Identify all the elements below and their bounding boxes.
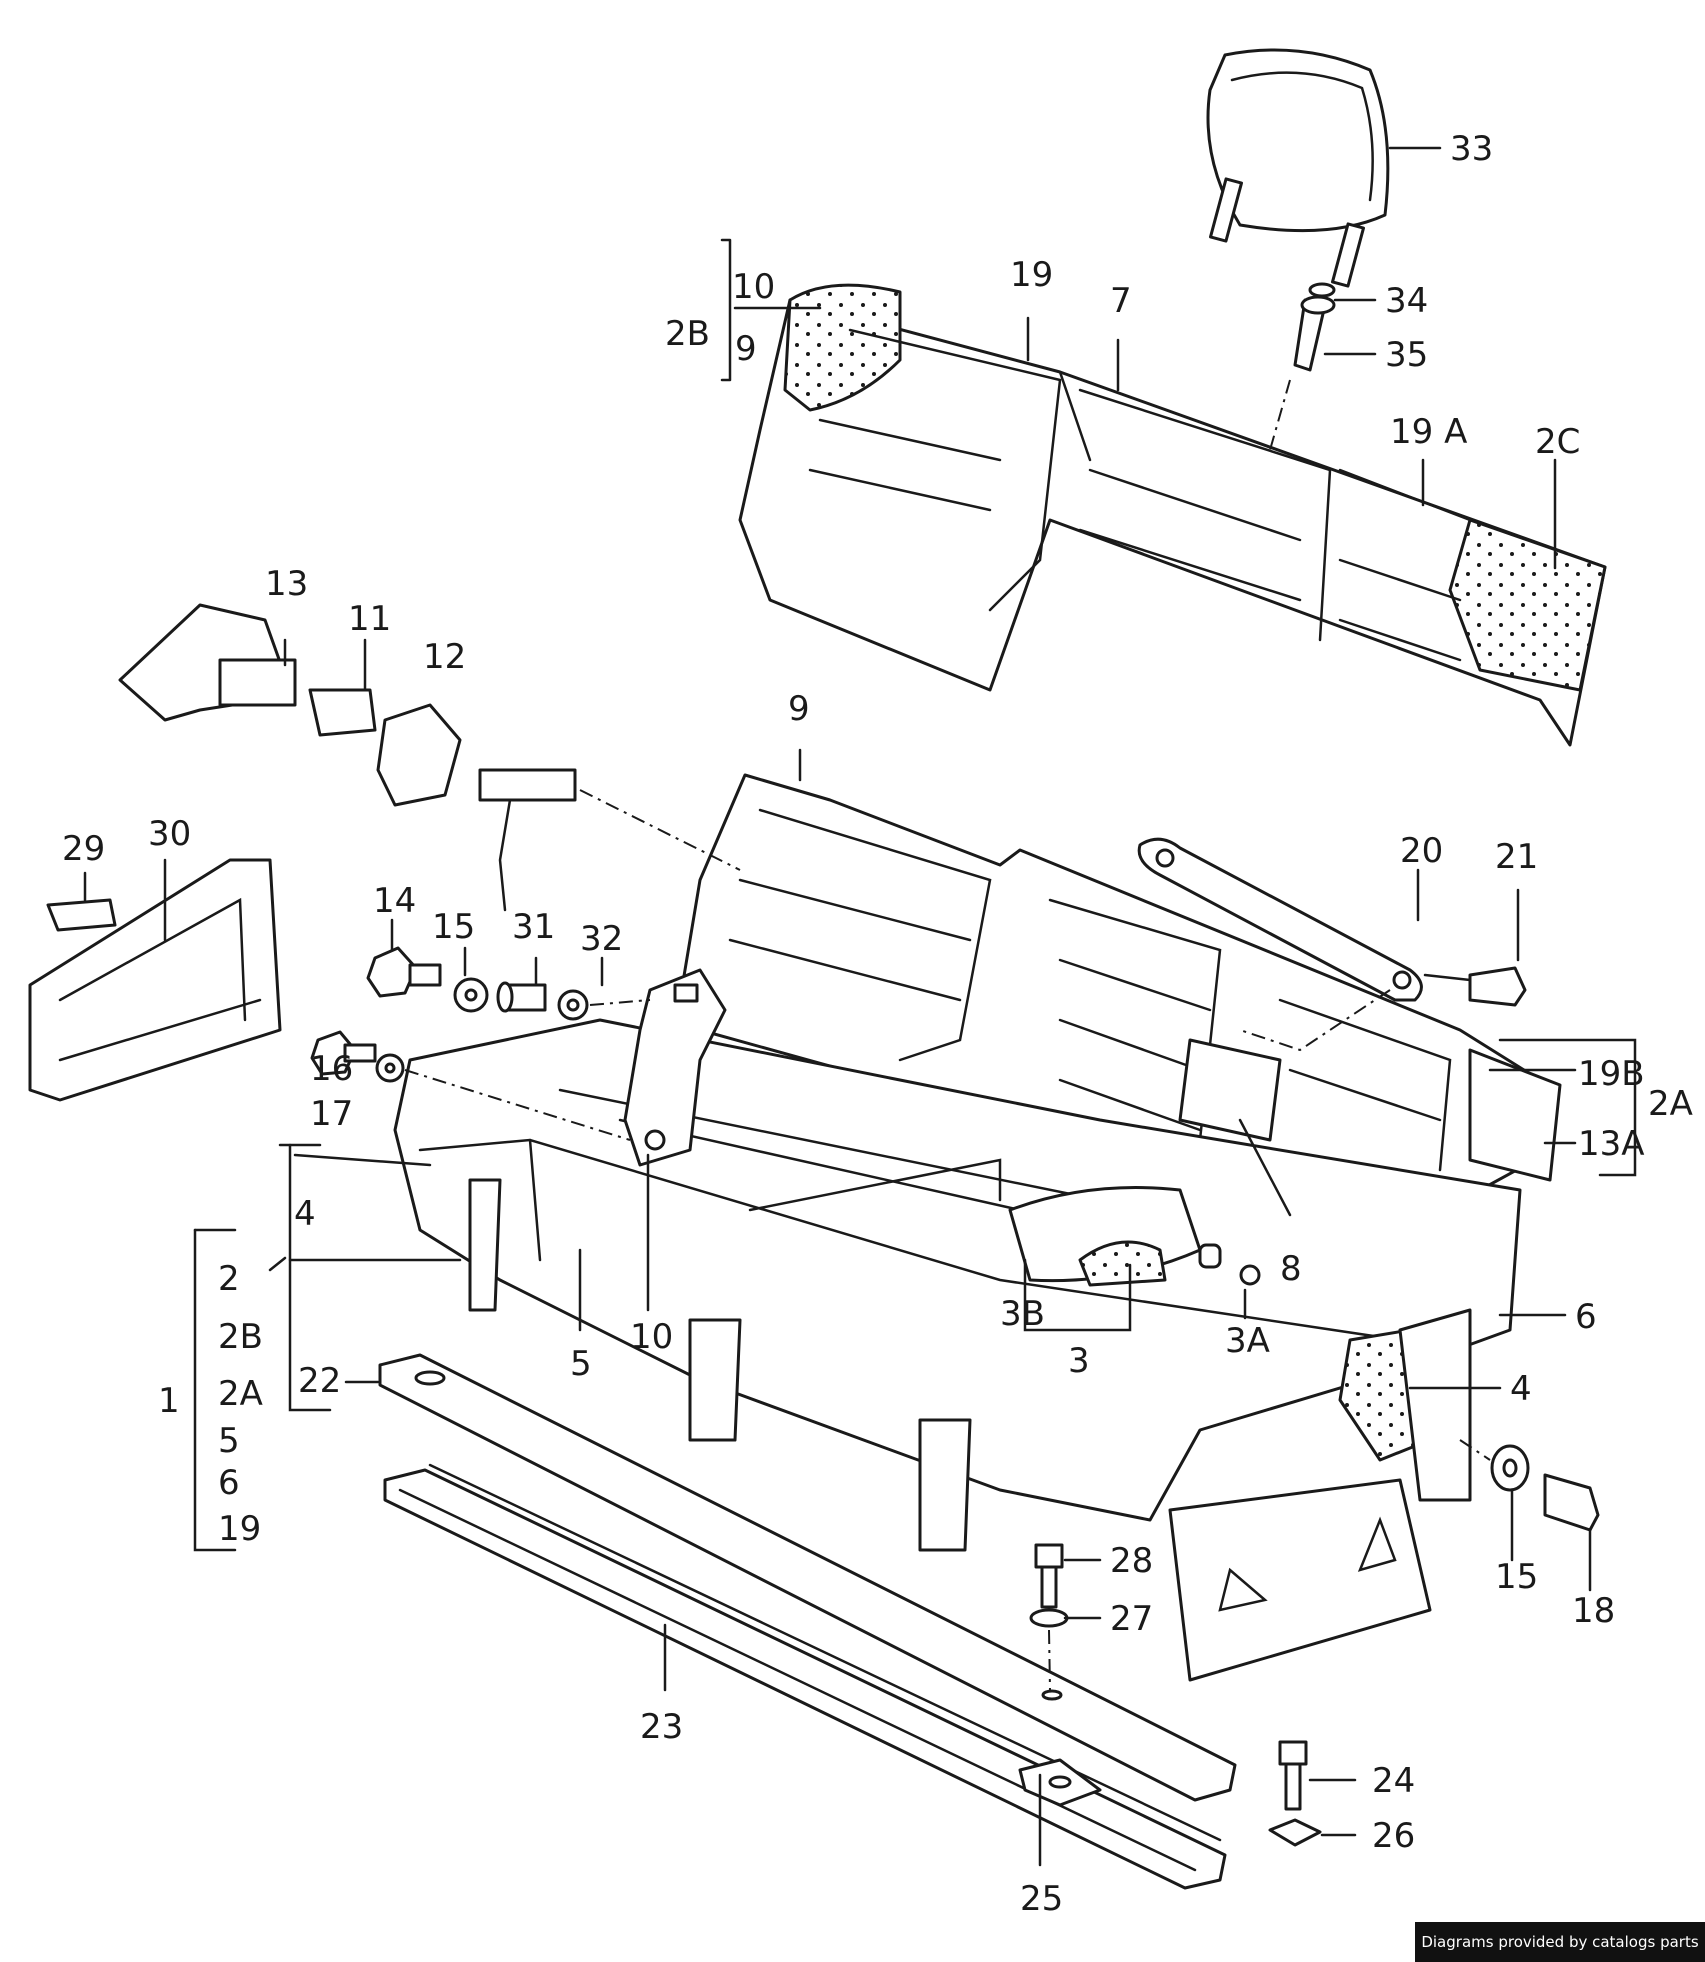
callout-25: 25 <box>1020 1879 1063 1919</box>
callout-17: 17 <box>310 1094 353 1134</box>
callout-13a: 13A <box>1578 1124 1645 1164</box>
callout-3b: 3B <box>1000 1294 1045 1334</box>
callout-23: 23 <box>640 1707 683 1747</box>
credit-badge: Diagrams provided by catalogs parts <box>1415 1922 1705 1962</box>
callout-2b-left: 2B <box>218 1317 263 1357</box>
callout-5-mid: 5 <box>570 1344 592 1384</box>
rear-backrest <box>738 283 1607 747</box>
callout-27: 27 <box>1110 1599 1153 1639</box>
buckle-assembly <box>118 603 741 912</box>
callout-21: 21 <box>1495 837 1538 877</box>
callout-2b-top: 2B <box>665 314 710 354</box>
callout-24: 24 <box>1372 1761 1415 1801</box>
callout-4-right: 4 <box>1510 1369 1532 1409</box>
front-backrest <box>678 773 1562 1192</box>
callout-29: 29 <box>62 829 105 869</box>
callout-8: 8 <box>1280 1249 1302 1289</box>
callout-11: 11 <box>348 599 391 639</box>
callout-32: 32 <box>580 919 623 959</box>
hinge-bracket <box>623 968 727 1167</box>
callout-22: 22 <box>298 1361 341 1401</box>
callout-18: 18 <box>1572 1591 1615 1631</box>
callout-16: 16 <box>310 1049 353 1089</box>
callout-12: 12 <box>423 637 466 677</box>
callout-19-left: 19 <box>218 1509 261 1549</box>
callout-10-mid: 10 <box>630 1317 673 1357</box>
callout-26: 26 <box>1372 1816 1415 1856</box>
callout-20: 20 <box>1400 831 1443 871</box>
callout-34: 34 <box>1385 281 1428 321</box>
callout-2a-right: 2A <box>1648 1084 1693 1124</box>
hardware-right <box>1029 1439 1600 1847</box>
callout-28: 28 <box>1110 1541 1153 1581</box>
callout-13: 13 <box>265 564 308 604</box>
side-trim <box>28 858 282 1102</box>
callout-31: 31 <box>512 907 555 947</box>
callout-14: 14 <box>373 881 416 921</box>
callout-7: 7 <box>1110 281 1132 321</box>
callout-30: 30 <box>148 814 191 854</box>
callout-19-top: 19 <box>1010 255 1053 295</box>
callout-9-mid: 9 <box>788 689 810 729</box>
callout-19a: 19 A <box>1390 412 1467 452</box>
callout-2a-left: 2A <box>218 1374 263 1414</box>
assist-handle <box>1137 837 1527 1052</box>
callout-6-left: 6 <box>218 1463 240 1503</box>
callout-labels: 33 34 35 19 7 19 A 2C 2B 10 9 13 11 12 9… <box>62 129 1693 1919</box>
callout-15-left: 15 <box>432 907 475 947</box>
callout-10-top: 10 <box>732 267 775 307</box>
callout-33: 33 <box>1450 129 1493 169</box>
callout-2c: 2C <box>1535 422 1580 462</box>
headrest <box>1206 48 1390 451</box>
callout-6: 6 <box>1575 1297 1597 1337</box>
callout-3a: 3A <box>1225 1321 1270 1361</box>
callout-15-right: 15 <box>1495 1557 1538 1597</box>
hardware-left <box>310 946 651 1141</box>
callout-5-left: 5 <box>218 1421 240 1461</box>
leader-lines <box>83 146 1637 1867</box>
callout-3: 3 <box>1068 1341 1090 1381</box>
callout-2-left: 2 <box>218 1259 240 1299</box>
callout-19b: 19B <box>1578 1054 1645 1094</box>
callout-4-left: 4 <box>294 1194 316 1234</box>
callout-9-top: 9 <box>735 329 757 369</box>
callout-1: 1 <box>158 1381 180 1421</box>
callout-35: 35 <box>1385 335 1428 375</box>
